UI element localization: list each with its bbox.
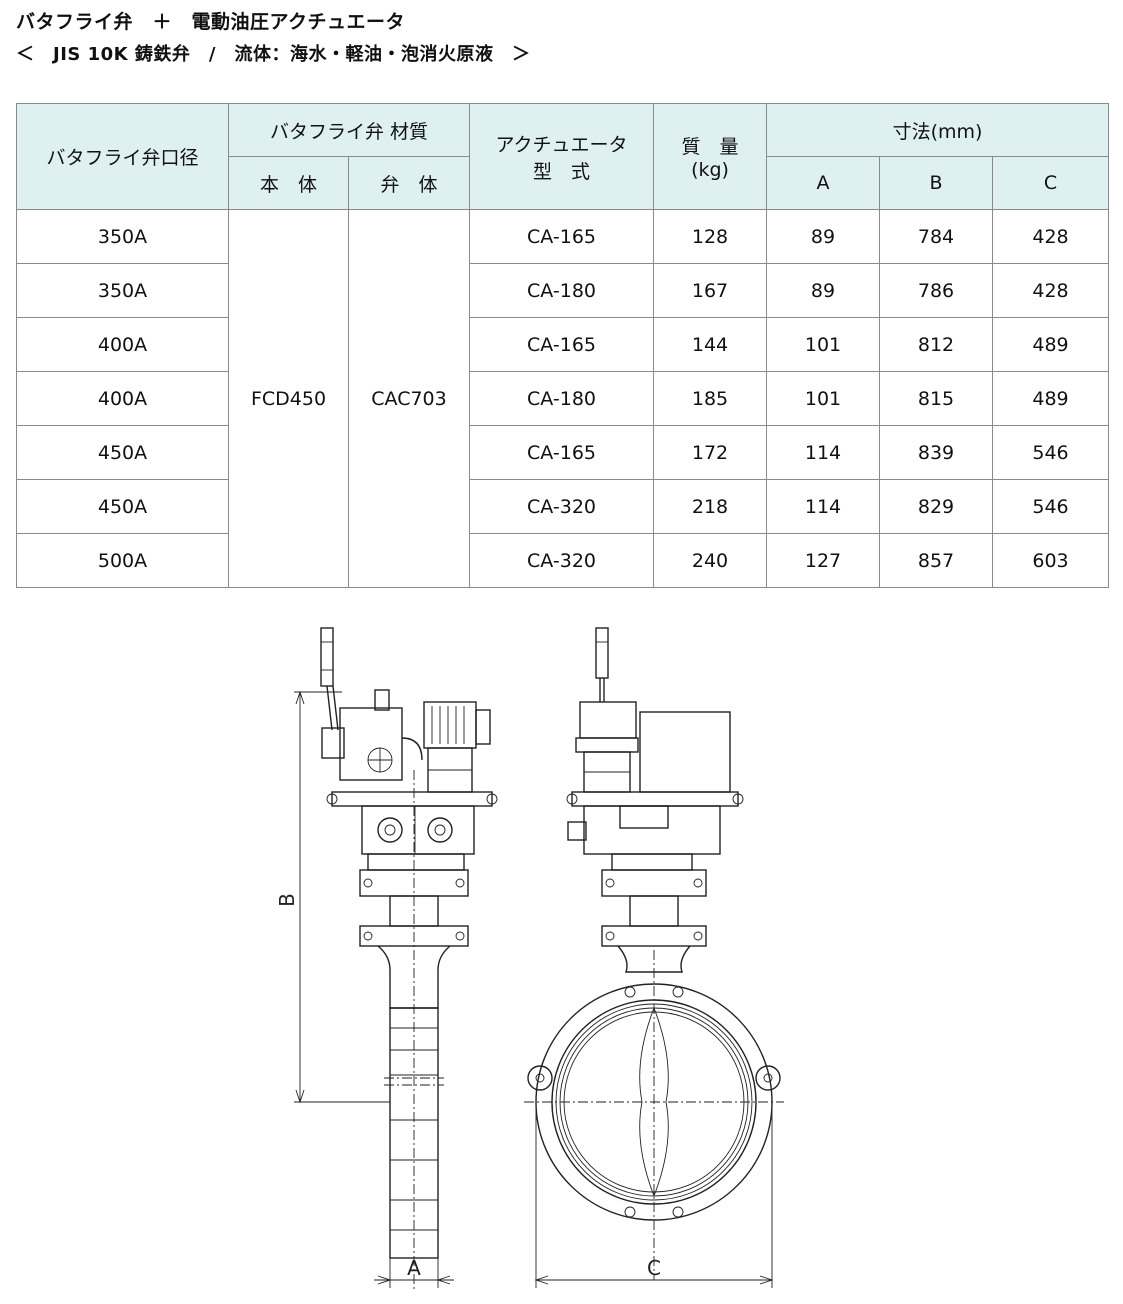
- cell-weight: 167: [653, 263, 768, 318]
- label-b: B: [275, 893, 299, 907]
- header-b: B: [879, 156, 994, 210]
- cell-weight: 172: [653, 425, 768, 480]
- cell-weight: 144: [653, 317, 768, 372]
- header-weight: 質 量 (kg): [653, 103, 768, 210]
- cell-b: 829: [879, 479, 994, 534]
- header-material: バタフライ弁 材質: [227, 103, 471, 157]
- header-disc: 弁 体: [347, 156, 471, 210]
- cell-b: 815: [879, 371, 994, 426]
- cell-actuator: CA-165: [469, 209, 655, 264]
- cell-b: 812: [879, 317, 994, 372]
- cell-c: 428: [992, 209, 1110, 264]
- cell-actuator: CA-165: [469, 425, 655, 480]
- table-row: 350A CA-180 167 89 786 428: [16, 263, 1110, 318]
- cell-actuator: CA-320: [469, 479, 655, 534]
- cell-actuator: CA-165: [469, 317, 655, 372]
- cell-size: 350A: [16, 209, 229, 264]
- table-row: 400A CA-165 144 101 812 489: [16, 317, 1110, 372]
- cell-weight: 128: [653, 209, 768, 264]
- cell-a: 114: [766, 479, 881, 534]
- cell-c: 489: [992, 317, 1110, 372]
- cell-actuator: CA-180: [469, 371, 655, 426]
- header-actuator: アクチュエータ 型 式: [469, 103, 655, 210]
- header-size: バタフライ弁口径: [16, 103, 229, 210]
- cell-c: 546: [992, 425, 1110, 480]
- header-dimensions: 寸法(mm): [766, 103, 1110, 157]
- header-body: 本 体: [228, 156, 349, 210]
- label-c: C: [647, 1256, 661, 1280]
- cell-actuator: CA-180: [469, 263, 655, 318]
- cell-a: 114: [766, 425, 881, 480]
- header-actuator-line2: 型 式: [533, 160, 591, 183]
- cell-b: 784: [879, 209, 994, 264]
- label-a: A: [407, 1256, 421, 1280]
- cell-size: 350A: [16, 263, 229, 318]
- page-title: バタフライ弁 ＋ 電動油圧アクチュエータ: [16, 11, 406, 33]
- side-view: B A: [275, 627, 498, 1290]
- cell-b: 786: [879, 263, 994, 318]
- cell-disc-material: CAC703: [347, 209, 471, 588]
- cell-c: 489: [992, 371, 1110, 426]
- header-c: C: [992, 156, 1110, 210]
- table-row: 400A CA-180 185 101 815 489: [16, 371, 1110, 426]
- header-weight-line2: (kg): [691, 159, 729, 181]
- cell-body-material: FCD450: [228, 209, 349, 588]
- cell-actuator: CA-320: [469, 533, 655, 588]
- cell-weight: 218: [653, 479, 768, 534]
- page-subtitle: ＜ JIS 10K 鋳鉄弁 / 流体：海水・軽油・泡消火原液 ＞: [16, 44, 531, 65]
- header-a: A: [766, 156, 881, 210]
- cell-size: 450A: [16, 479, 229, 534]
- table-row: 450A CA-320 218 114 829 546: [16, 479, 1110, 534]
- table-row: 450A CA-165 172 114 839 546: [16, 425, 1110, 480]
- cell-b: 839: [879, 425, 994, 480]
- cell-size: 500A: [16, 533, 229, 588]
- cell-c: 428: [992, 263, 1110, 318]
- cell-weight: 240: [653, 533, 768, 588]
- cell-a: 89: [766, 209, 881, 264]
- cell-size: 400A: [16, 317, 229, 372]
- table-row: 350A FCD450 CAC703 CA-165 128 89 784 428: [16, 209, 1110, 588]
- cell-c: 603: [992, 533, 1110, 588]
- cell-a: 101: [766, 317, 881, 372]
- cell-a: 127: [766, 533, 881, 588]
- cell-b: 857: [879, 533, 994, 588]
- header-weight-line1: 質 量: [681, 136, 739, 158]
- cell-weight: 185: [653, 371, 768, 426]
- cell-a: 101: [766, 371, 881, 426]
- valve-drawing: B A: [275, 627, 784, 1290]
- table-row: 500A CA-320 240 127 857 603: [16, 533, 1110, 588]
- header-actuator-line1: アクチュエータ: [495, 133, 628, 156]
- cell-c: 546: [992, 479, 1110, 534]
- cell-a: 89: [766, 263, 881, 318]
- spec-table: バタフライ弁口径 バタフライ弁 材質 アクチュエータ 型 式 質 量 (kg) …: [16, 103, 1110, 588]
- cell-size: 450A: [16, 425, 229, 480]
- front-view: C: [524, 627, 784, 1288]
- cell-size: 400A: [16, 371, 229, 426]
